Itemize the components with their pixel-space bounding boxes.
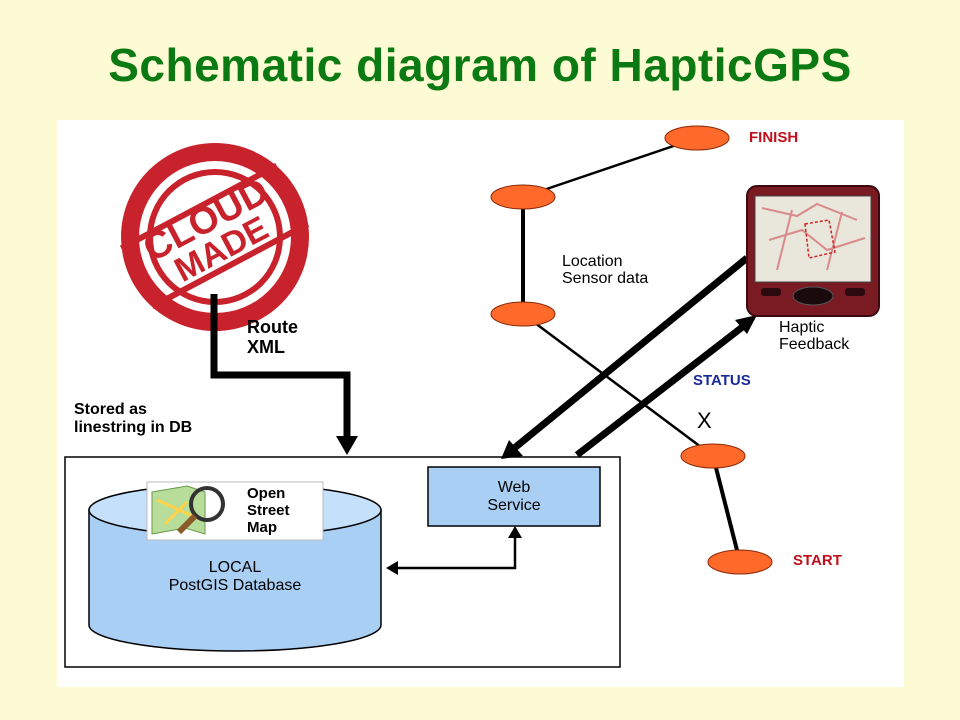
- osm-label-line3: Map: [247, 519, 277, 536]
- route-label-line1: Route: [247, 317, 298, 337]
- route-arrow: [210, 294, 358, 455]
- finish-label: FINISH: [749, 129, 798, 146]
- phone-to-webservice-arrow: [501, 255, 750, 459]
- finish-node: [664, 125, 730, 151]
- haptic-label-line2: Feedback: [779, 336, 850, 353]
- webservice-label-line1: Web: [498, 479, 531, 496]
- database-label-line2: PostGIS Database: [169, 577, 302, 594]
- position-x-marker: X: [697, 408, 712, 433]
- osm-label-line2: Street: [247, 502, 290, 519]
- osm-label-line1: Open: [247, 485, 285, 502]
- page-title: Schematic diagram of HapticGPS: [108, 39, 852, 91]
- haptic-label-line1: Haptic: [779, 319, 824, 336]
- location-label-line2: Sensor data: [562, 270, 648, 287]
- web-service-box: Web Service: [427, 466, 601, 527]
- openstreetmap-logo: Open Street Map: [146, 481, 324, 541]
- diagram-panel: CLOUD MADE Route XML Stored as linestrin…: [57, 120, 904, 687]
- cloudmade-logo: CLOUD MADE: [119, 143, 310, 331]
- stored-label-line2: linestring in DB: [74, 419, 192, 436]
- route-node-2: [490, 184, 556, 210]
- route-label-line2: XML: [247, 337, 285, 357]
- db-webservice-connector: [386, 526, 522, 575]
- start-label: START: [793, 552, 842, 569]
- webservice-label-line2: Service: [487, 497, 540, 514]
- location-label-line1: Location: [562, 253, 623, 270]
- database-label-line1: LOCAL: [209, 559, 262, 576]
- phone-icon: [746, 185, 880, 317]
- start-node: [707, 549, 773, 575]
- status-node: [680, 443, 746, 469]
- diagram-canvas: CLOUD MADE Route XML Stored as linestrin…: [64, 125, 880, 668]
- magnifier-icon: [189, 486, 225, 522]
- stored-label-line1: Stored as: [74, 401, 147, 418]
- status-label: STATUS: [693, 372, 751, 389]
- route-node-3: [490, 301, 556, 327]
- webservice-to-phone-arrow: [574, 315, 757, 458]
- route-path: [521, 136, 742, 563]
